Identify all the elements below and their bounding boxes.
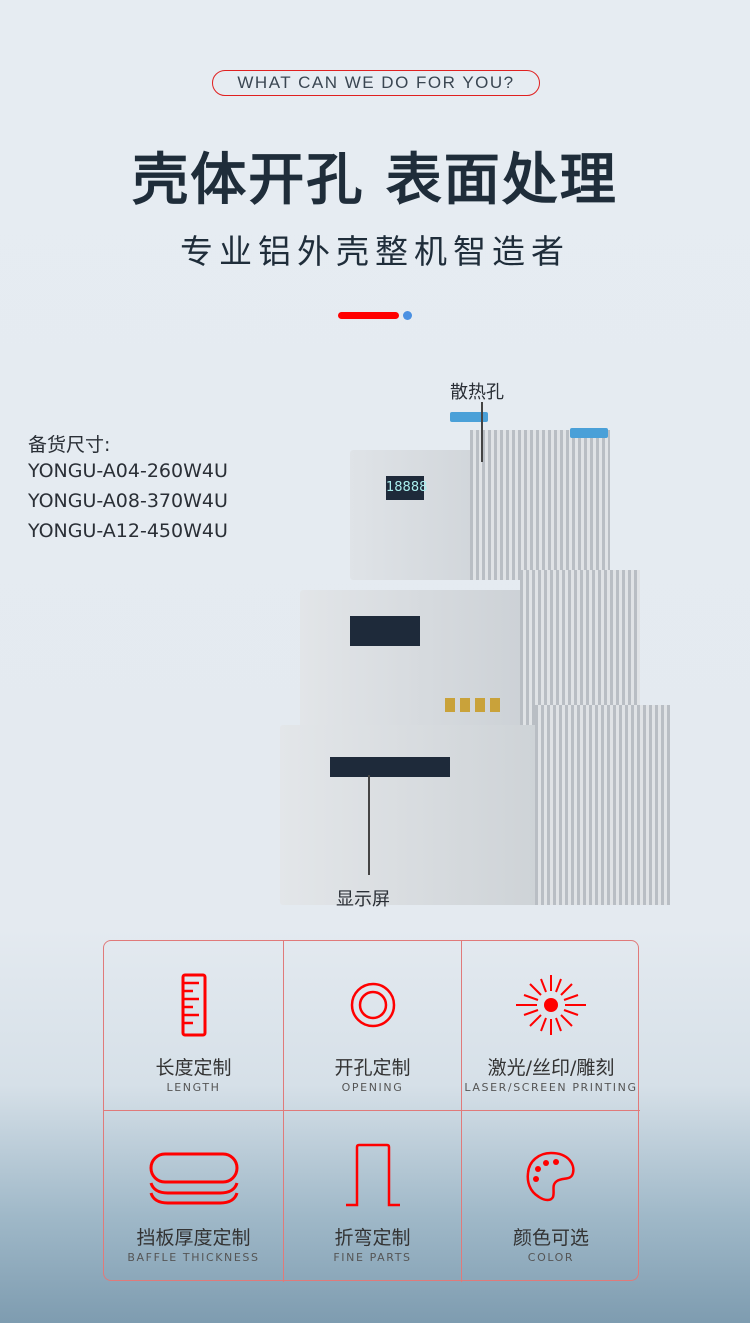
accent-bar xyxy=(338,312,399,319)
feature-opening: 开孔定制 OPENING xyxy=(284,941,462,1111)
feature-title: 开孔定制 xyxy=(334,1057,411,1079)
laser-burst-icon xyxy=(516,975,586,1035)
tagline-pill: WHAT CAN WE DO FOR YOU? xyxy=(212,70,540,96)
vent-callout: 散热孔 xyxy=(450,382,504,403)
feature-subtitle: FINE PARTS xyxy=(333,1251,412,1264)
waveform-display xyxy=(350,616,420,646)
feature-baffle: 挡板厚度定制 BAFFLE THICKNESS xyxy=(104,1111,284,1282)
feature-bend: 折弯定制 FINE PARTS xyxy=(284,1111,462,1282)
spec-model: YONGU-A08-370W4U xyxy=(28,490,228,512)
display-callout: 显示屏 xyxy=(336,889,390,910)
connectors xyxy=(445,698,501,712)
feature-length: 长度定制 LENGTH xyxy=(104,941,284,1111)
callout-line xyxy=(368,775,370,875)
heatsink-fins xyxy=(470,430,610,580)
feature-subtitle: OPENING xyxy=(341,1081,404,1094)
display-panel xyxy=(330,757,450,777)
callout-line xyxy=(481,402,483,462)
feature-subtitle: LASER/SCREEN PRINTING xyxy=(464,1081,638,1094)
concentric-circle-icon xyxy=(350,982,395,1028)
feature-title: 颜色可选 xyxy=(512,1227,589,1249)
feature-subtitle: COLOR xyxy=(527,1251,575,1264)
ruler-icon xyxy=(181,973,206,1037)
corner-cap xyxy=(450,412,488,422)
feature-title: 激光/丝印/雕刻 xyxy=(487,1057,615,1079)
bend-icon xyxy=(345,1143,400,1207)
digital-display: 18888 xyxy=(386,476,427,500)
feature-laser: 激光/丝印/雕刻 LASER/SCREEN PRINTING xyxy=(462,941,640,1111)
feature-title: 挡板厚度定制 xyxy=(136,1227,251,1249)
product-image: 18888 xyxy=(270,412,680,930)
feature-color: 颜色可选 COLOR xyxy=(462,1111,640,1282)
stacked-plates-icon xyxy=(149,1152,238,1205)
spec-label: 备货尺寸: xyxy=(28,434,111,456)
palette-icon xyxy=(526,1151,575,1202)
spec-model: YONGU-A04-260W4U xyxy=(28,460,228,482)
feature-subtitle: BAFFLE THICKNESS xyxy=(127,1251,260,1264)
spec-model: YONGU-A12-450W4U xyxy=(28,520,228,542)
corner-cap xyxy=(570,428,608,438)
accent-dot xyxy=(403,311,412,320)
heatsink-fins xyxy=(535,705,670,905)
feature-title: 折弯定制 xyxy=(334,1227,411,1249)
feature-subtitle: LENGTH xyxy=(166,1081,221,1094)
feature-title: 长度定制 xyxy=(155,1057,232,1079)
chassis-medium-front xyxy=(300,590,540,750)
page-subtitle: 专业铝外壳整机智造者 xyxy=(180,232,570,271)
feature-grid: 长度定制 LENGTH 开孔定制 OPENING 激光/丝印/雕刻 LASER/… xyxy=(103,940,640,1282)
chassis-large-front xyxy=(280,725,550,905)
page-title: 壳体开孔 表面处理 xyxy=(132,148,618,213)
